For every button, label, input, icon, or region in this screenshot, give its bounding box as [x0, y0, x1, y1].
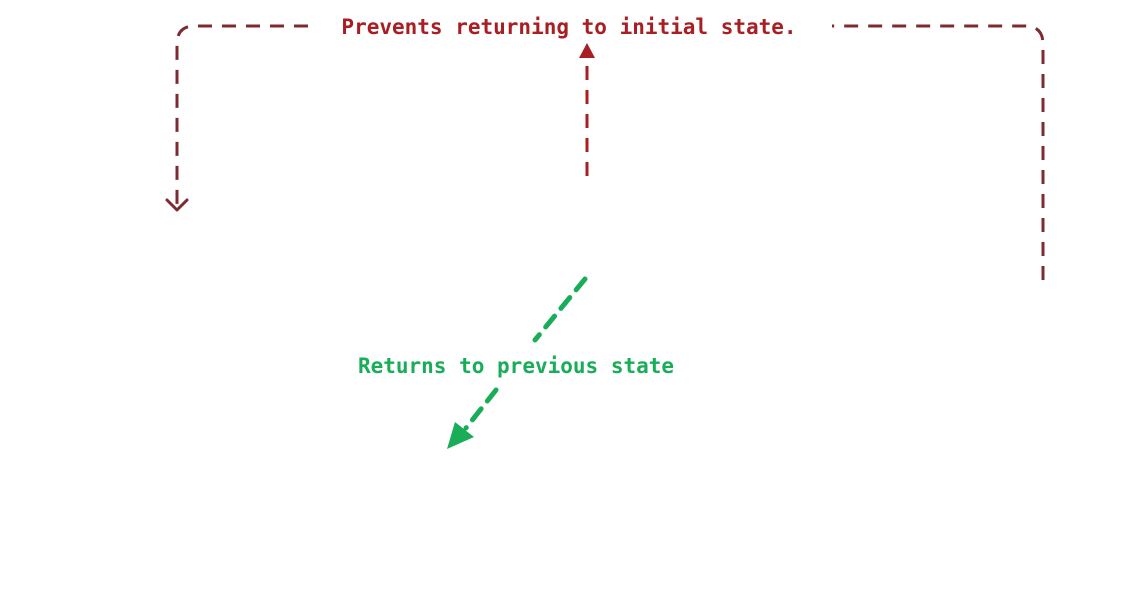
loop-label: Prevents returning to initial state.	[341, 15, 796, 39]
loop-connector-left	[175, 24, 308, 206]
loop-arrow-up-icon	[579, 43, 595, 58]
return-connector-upper	[532, 276, 588, 343]
loop-arrow-end-icon	[165, 198, 189, 212]
return-connector-lower	[463, 387, 499, 431]
return-label: Returns to previous state	[358, 354, 674, 378]
return-arrow-end-icon	[447, 422, 474, 449]
loop-connector-right	[832, 24, 1045, 280]
